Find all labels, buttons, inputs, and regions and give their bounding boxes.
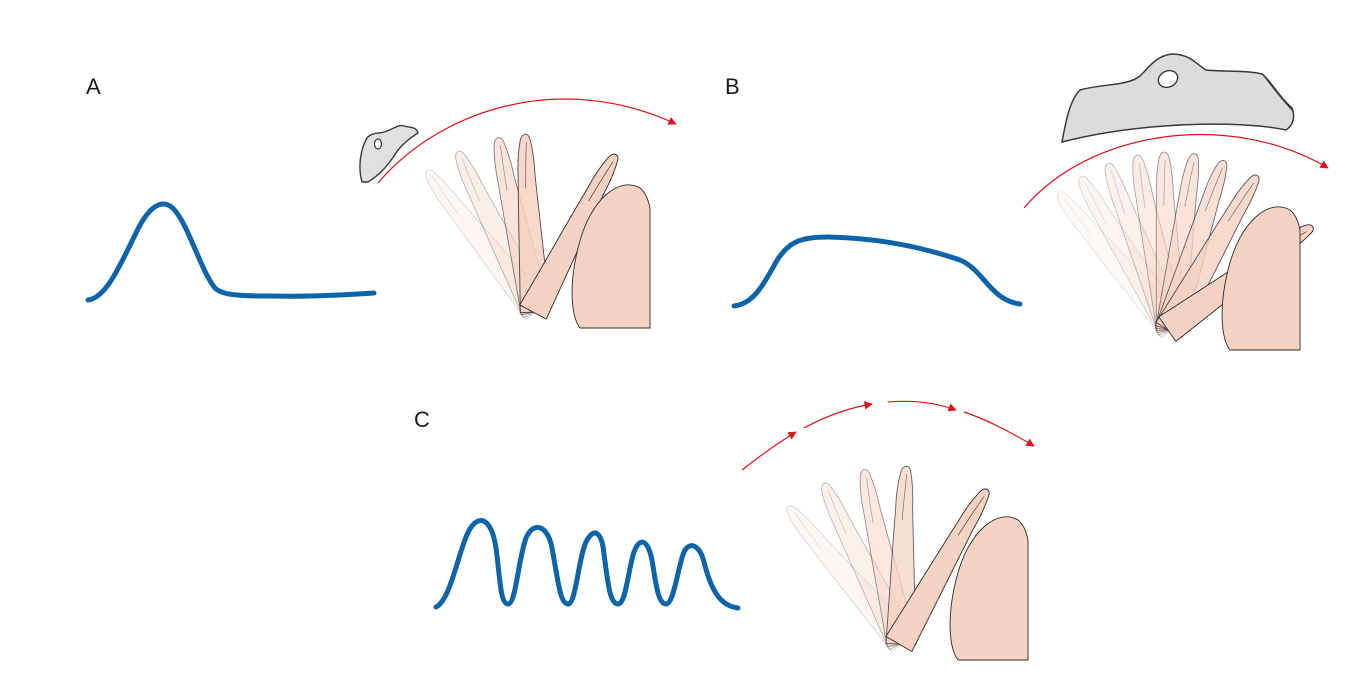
motion-arrow-a: [377, 98, 677, 184]
signal-waveform-a: [85, 201, 377, 303]
arm-sequence-a: [415, 132, 651, 329]
small-toy-icon: [359, 124, 419, 183]
motion-arrow-b: [1023, 134, 1329, 209]
panel-a: A: [85, 74, 677, 329]
large-stone-icon: [1061, 53, 1295, 144]
signal-waveform-c: [433, 518, 741, 611]
arm-sequence-b: [1046, 151, 1323, 351]
panel-b: B: [725, 53, 1329, 351]
panel-label-c: C: [414, 407, 430, 432]
motion-arrows-c: [741, 400, 1035, 471]
panel-label-a: A: [86, 74, 101, 99]
panel-label-b: B: [725, 74, 740, 99]
arm-sequence-c: [776, 465, 1029, 661]
panel-c: C: [414, 400, 1035, 661]
signal-waveform-b: [731, 234, 1023, 309]
